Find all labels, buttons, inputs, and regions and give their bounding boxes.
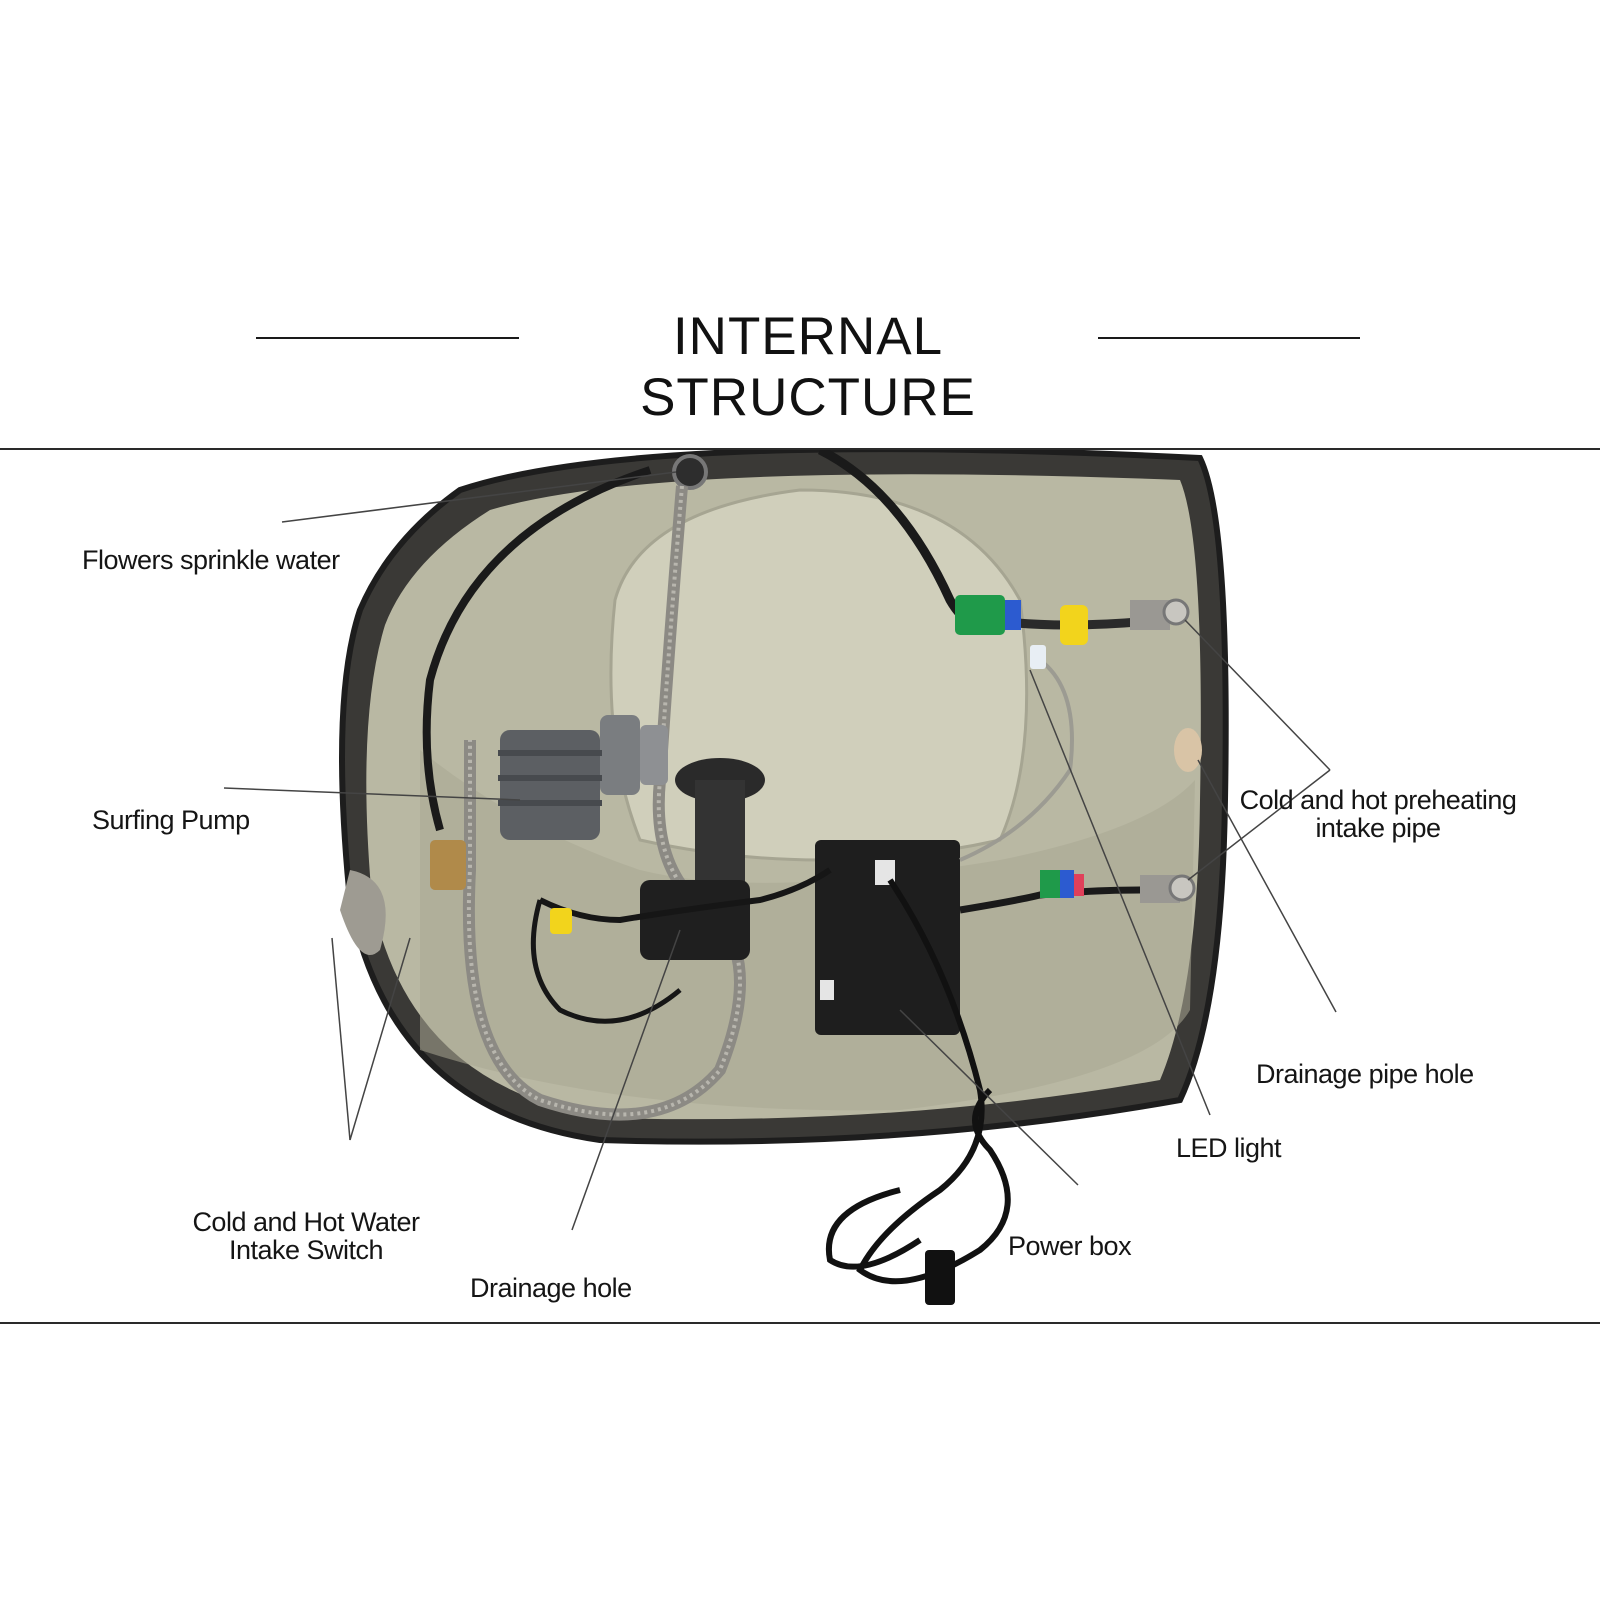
leader-drainage-hole <box>571 929 681 1231</box>
preheating-pipe-upper <box>955 595 1190 645</box>
label-drainage-pipe-hole: Drainage pipe hole <box>1256 1059 1474 1089</box>
label-surfing-pump: Surfing Pump <box>92 805 250 835</box>
black-hose-left <box>422 466 652 832</box>
drainage-fitting <box>640 758 765 960</box>
label-cold-hot-preheating-line1: Cold and hot preheating <box>1239 785 1517 815</box>
leader-intake-switch-2 <box>349 937 411 1141</box>
water-intake-switch <box>340 840 572 955</box>
page-title: INTERNAL STRUCTURE <box>640 307 976 427</box>
leader-flowers-sprinkle <box>281 471 677 523</box>
leader-lines <box>223 471 1337 1231</box>
power-box <box>815 840 960 1035</box>
preheating-pipe-lower <box>1040 870 1196 903</box>
label-led-light: LED light <box>1176 1133 1282 1163</box>
label-flowers-sprinkle-water: Flowers sprinkle water <box>82 545 340 575</box>
leader-led-light <box>1029 669 1211 1116</box>
title-divider-right <box>1098 337 1360 339</box>
led-light <box>1030 645 1046 669</box>
power-plug <box>925 1250 955 1305</box>
label-drainage-hole: Drainage hole <box>470 1273 632 1303</box>
label-cold-hot-water-intake-switch-line2: Intake Switch <box>228 1235 384 1265</box>
diagram-panel: Flowers sprinkle water Surfing Pump Cold… <box>0 448 1600 1324</box>
title-divider-left <box>256 337 519 339</box>
label-cold-hot-preheating-line2: intake pipe <box>1315 813 1441 843</box>
leader-drainage-pipe-hole <box>1197 759 1337 1013</box>
label-power-box: Power box <box>1008 1231 1132 1261</box>
title-row: INTERNAL STRUCTURE <box>0 300 1600 427</box>
label-cold-hot-water-intake-switch: Cold and Hot Water Intake Switch <box>156 1208 456 1264</box>
leader-surfing-pump <box>223 787 521 801</box>
leader-preheating-upper <box>1184 619 1331 771</box>
label-cold-hot-water-intake-switch-line1: Cold and Hot Water <box>192 1207 420 1237</box>
leader-power-box <box>899 1009 1079 1186</box>
drainage-pipe-hole <box>1174 728 1202 772</box>
leader-preheating-lower <box>1187 769 1331 881</box>
surfing-pump <box>498 715 668 840</box>
basin-underside-illustration <box>223 450 1337 1305</box>
sprinkle-outlet <box>672 454 708 490</box>
label-cold-hot-preheating-intake-pipe: Cold and hot preheating intake pipe <box>1218 786 1538 842</box>
power-cord <box>856 878 1011 1285</box>
leader-intake-switch-1 <box>331 937 351 1141</box>
